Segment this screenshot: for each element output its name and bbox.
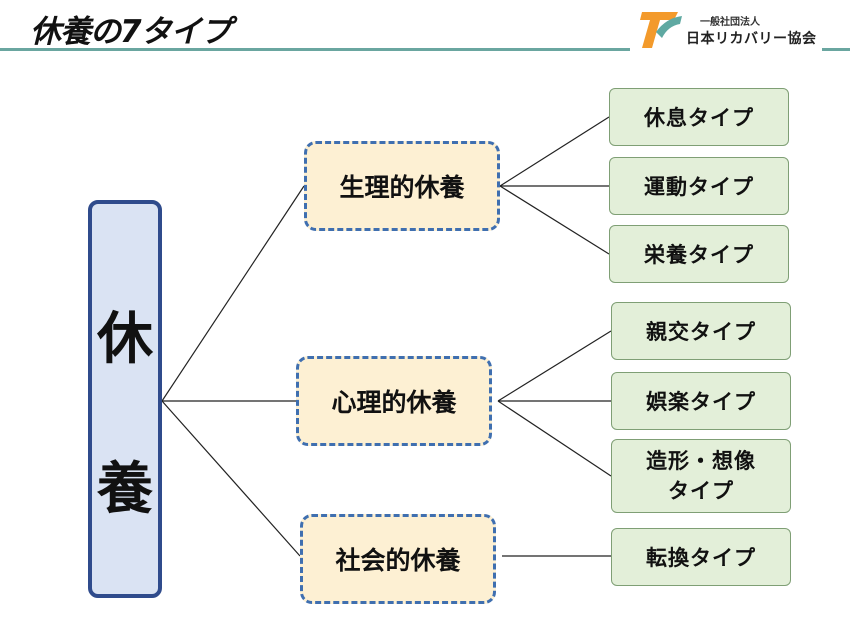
connector-root-cat3: [161, 400, 301, 557]
connector-cat1-type1: [499, 116, 610, 187]
title-underline-right: [822, 48, 850, 51]
connector-root-cat1: [161, 185, 305, 402]
category-psychological-rest: 心理的休養: [296, 356, 492, 446]
connector-cat2-type6: [497, 400, 612, 477]
connector-cat2-type4: [497, 330, 612, 402]
logo-mark-icon: [640, 12, 682, 48]
root-node-rest: 休 養: [88, 200, 162, 598]
connector-cat1-type3: [499, 185, 610, 255]
type-creation-line1: 造形・想像: [646, 449, 756, 473]
title-underline: [0, 48, 630, 51]
type-conversion: 転換タイプ: [611, 528, 791, 586]
type-creation-imagination: 造形・想像 タイプ: [611, 439, 791, 513]
root-label-char1: 休: [97, 307, 153, 372]
logo-subtitle: 一般社団法人: [700, 17, 760, 28]
type-nutrition: 栄養タイプ: [609, 225, 789, 283]
logo-organization-name: 日本リカバリー協会: [686, 31, 817, 47]
root-label-char2: 養: [97, 457, 153, 522]
category-social-rest: 社会的休養: [300, 514, 496, 604]
type-exercise: 運動タイプ: [609, 157, 789, 215]
page-title: 休養の7タイプ: [30, 14, 232, 50]
type-entertainment: 娯楽タイプ: [611, 372, 791, 430]
organization-logo: 一般社団法人 日本リカバリー協会: [638, 8, 828, 52]
type-friendship: 親交タイプ: [611, 302, 791, 360]
type-creation-line2: タイプ: [668, 479, 734, 503]
type-rest: 休息タイプ: [609, 88, 789, 146]
category-physiological-rest: 生理的休養: [304, 141, 500, 231]
